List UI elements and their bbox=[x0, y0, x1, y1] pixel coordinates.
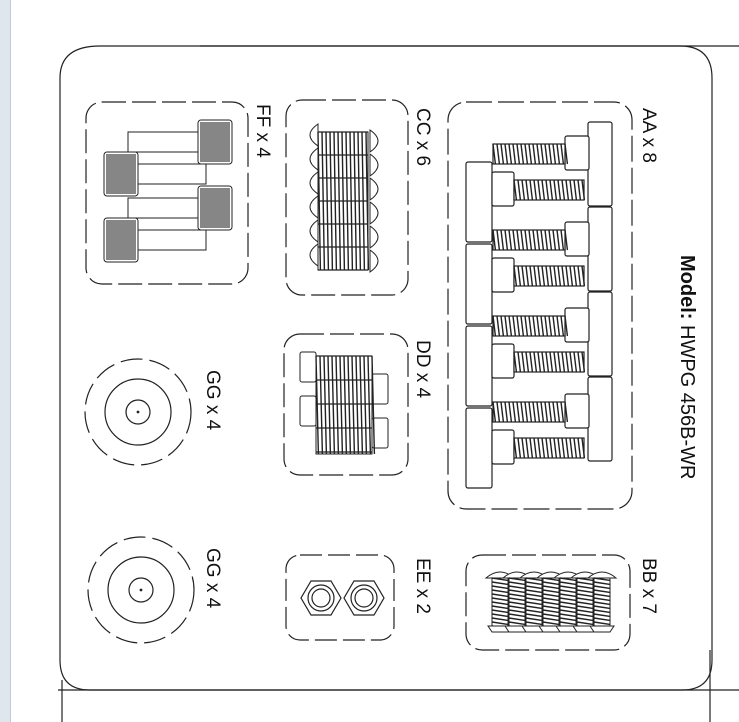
part-box-cc bbox=[285, 99, 409, 296]
model-prefix: Model: bbox=[676, 255, 698, 320]
bolt-nut-icon bbox=[299, 351, 389, 455]
flat-head-screw-icon bbox=[484, 571, 618, 633]
hex-nut-icon bbox=[300, 580, 385, 616]
part-box-ff bbox=[85, 101, 249, 285]
part-label-gg-1: GG x 4 bbox=[202, 370, 223, 431]
part-label-ee: EE x 2 bbox=[412, 558, 433, 614]
part-box-ee bbox=[285, 554, 395, 641]
model-value: HWPG 456B-WR bbox=[676, 325, 698, 480]
part-box-bb bbox=[465, 554, 631, 651]
pan-head-screw-icon bbox=[309, 123, 379, 273]
part-label-dd: DD x 4 bbox=[412, 340, 433, 399]
part-label-aa: AA x 8 bbox=[638, 108, 659, 163]
part-label-gg-2: GG x 4 bbox=[202, 548, 223, 609]
part-box-dd bbox=[283, 333, 409, 476]
washer-icon bbox=[84, 358, 192, 466]
part-label-cc: CC x 6 bbox=[412, 108, 433, 167]
washer-icon bbox=[87, 536, 195, 644]
window-edge bbox=[0, 0, 11, 722]
sheet-frame bbox=[58, 45, 739, 722]
model-number: Model: HWPG 456B-WR bbox=[676, 255, 698, 480]
part-label-bb: BB x 7 bbox=[638, 558, 659, 614]
knurled-bolt-icon bbox=[103, 119, 233, 263]
part-box-aa bbox=[447, 101, 633, 510]
part-label-ff: FF x 4 bbox=[252, 104, 273, 158]
bolt-assembly-icon bbox=[465, 121, 613, 489]
